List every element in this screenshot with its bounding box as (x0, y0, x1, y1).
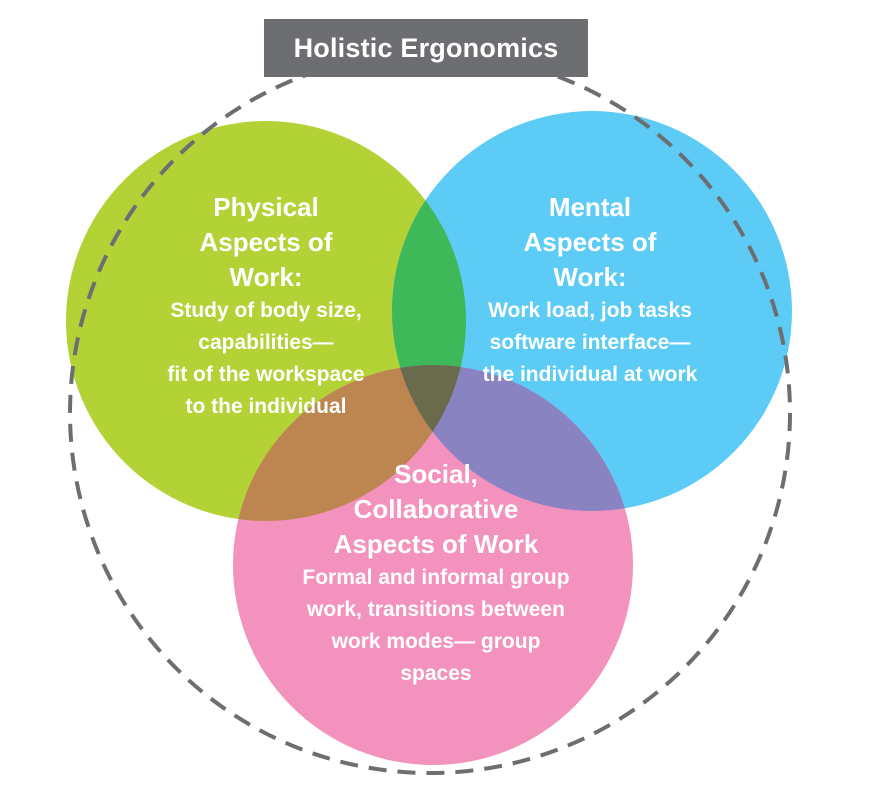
social-heading-line: Aspects of Work (333, 529, 539, 559)
mental-label: Mental Aspects of Work: Work load, job t… (440, 190, 740, 391)
diagram-title: Holistic Ergonomics (293, 32, 559, 63)
social-heading: Social, Collaborative Aspects of Work (334, 457, 539, 562)
mental-heading-line: Mental (548, 192, 632, 222)
physical-heading: Physical Aspects of Work: (200, 190, 333, 295)
mental-body-line: software interface— (489, 331, 691, 354)
physical-body-line: fit of the workspace (167, 363, 365, 386)
social-body-line: Formal and informal group (302, 566, 570, 589)
social-description: Formal and informal group work, transiti… (302, 562, 569, 690)
physical-body-line: Study of body size, (170, 299, 362, 322)
social-label: Social, Collaborative Aspects of Work Fo… (256, 457, 616, 690)
physical-body-line: to the individual (185, 395, 347, 418)
physical-label: Physical Aspects of Work: Study of body … (116, 190, 416, 423)
physical-heading-line: Aspects of (199, 227, 333, 257)
physical-social-overlap (233, 365, 466, 521)
mental-body-line: the individual at work (482, 363, 698, 386)
mental-social-overlap (392, 365, 633, 511)
social-heading-line: Social, (394, 459, 478, 489)
social-body-line: spaces (400, 662, 472, 685)
mental-heading-line: Work: (553, 262, 627, 292)
mental-description: Work load, job tasks software interface—… (483, 295, 698, 391)
physical-heading-line: Physical (213, 192, 319, 222)
social-body-line: work modes— group (331, 630, 541, 653)
title-box: Holistic Ergonomics (264, 19, 588, 77)
mental-body-line: Work load, job tasks (488, 299, 692, 322)
physical-body-line: capabilities— (198, 331, 334, 354)
physical-description: Study of body size, capabilities— fit of… (167, 295, 364, 423)
social-body-line: work, transitions between (307, 598, 565, 621)
mental-heading: Mental Aspects of Work: (524, 190, 657, 295)
physical-heading-line: Work: (229, 262, 303, 292)
mental-heading-line: Aspects of (523, 227, 657, 257)
social-heading-line: Collaborative (353, 494, 519, 524)
